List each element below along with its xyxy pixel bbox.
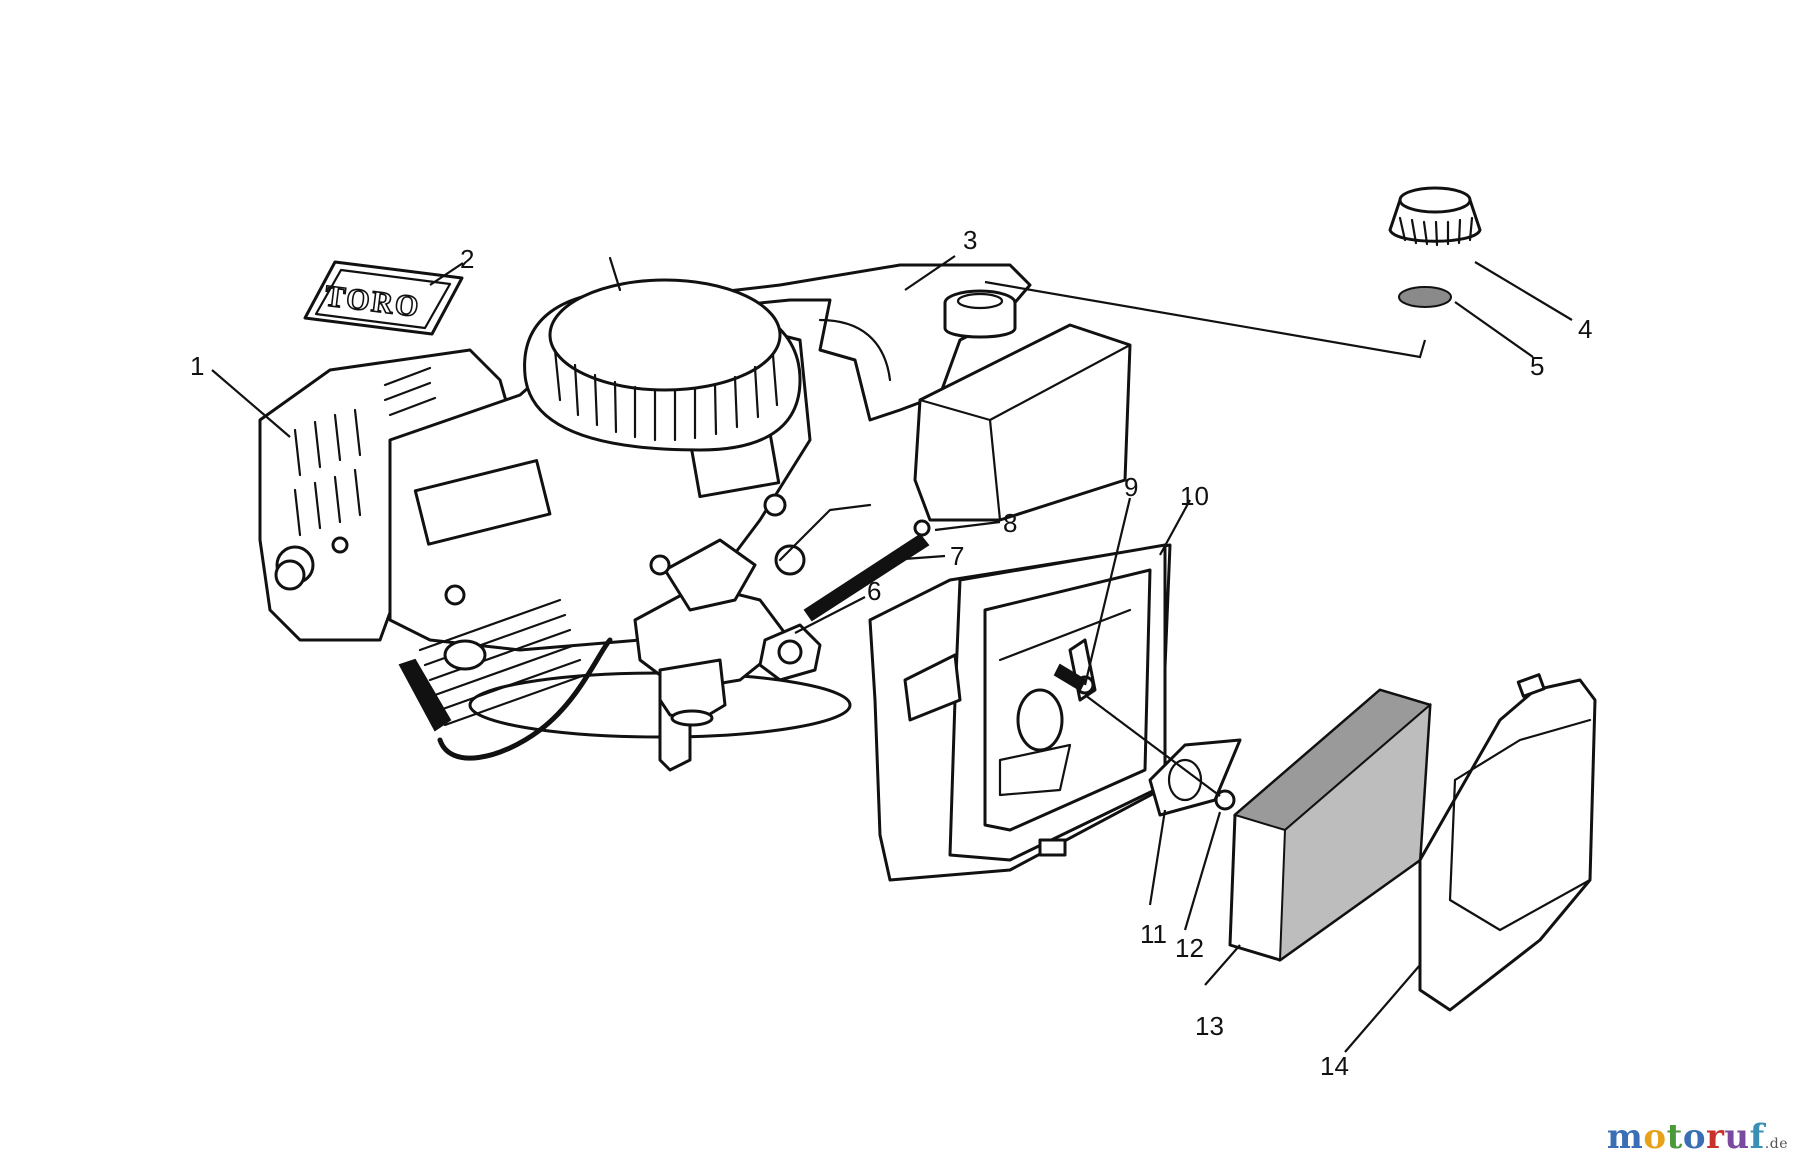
watermark-letter: f bbox=[1749, 1117, 1765, 1157]
callout-13: 13 bbox=[1195, 1011, 1224, 1041]
watermark-letters: motoruf bbox=[1607, 1117, 1765, 1157]
watermark-letter: o bbox=[1643, 1117, 1667, 1157]
callout-6: 6 bbox=[867, 576, 881, 606]
carburetor-gasket bbox=[758, 623, 822, 682]
callout-5: 5 bbox=[1530, 351, 1544, 381]
callout-2: 2 bbox=[460, 244, 474, 274]
air-cleaner-base bbox=[868, 543, 1172, 882]
callout-10: 10 bbox=[1180, 481, 1209, 511]
callout-7: 7 bbox=[950, 541, 964, 571]
callout-3: 3 bbox=[963, 225, 977, 255]
toro-decal: TORO bbox=[303, 260, 464, 336]
foam-filter-element bbox=[1228, 688, 1433, 962]
callout-1: 1 bbox=[190, 351, 204, 381]
leader-lines bbox=[211, 255, 1573, 1053]
watermark-letter: u bbox=[1724, 1117, 1750, 1157]
watermark-letter: t bbox=[1666, 1117, 1683, 1157]
callout-9: 9 bbox=[1124, 472, 1138, 502]
cap-gasket bbox=[1398, 286, 1452, 308]
watermark-suffix: .de bbox=[1764, 1136, 1788, 1152]
throttle-shaft bbox=[803, 533, 930, 622]
callout-11: 11 bbox=[1140, 919, 1167, 949]
callout-14: 14 bbox=[1320, 1051, 1349, 1081]
callout-12: 12 bbox=[1175, 933, 1204, 963]
o-ring bbox=[913, 519, 931, 537]
watermark-letter: r bbox=[1706, 1117, 1725, 1157]
air-cleaner-cover bbox=[1418, 673, 1597, 1012]
callout-numbers: 1 2 3 4 5 6 7 8 9 10 11 12 13 14 bbox=[190, 225, 1592, 1081]
engine-assembly bbox=[258, 256, 1032, 772]
watermark-letter: m bbox=[1606, 1117, 1644, 1157]
callout-4: 4 bbox=[1578, 314, 1592, 344]
watermark: motoruf.de bbox=[1607, 1117, 1788, 1157]
fuel-tank bbox=[913, 289, 1132, 522]
watermark-letter: o bbox=[1682, 1117, 1706, 1157]
nut bbox=[1084, 694, 1236, 811]
fuel-cap bbox=[1388, 186, 1482, 247]
callout-8: 8 bbox=[1003, 508, 1017, 538]
